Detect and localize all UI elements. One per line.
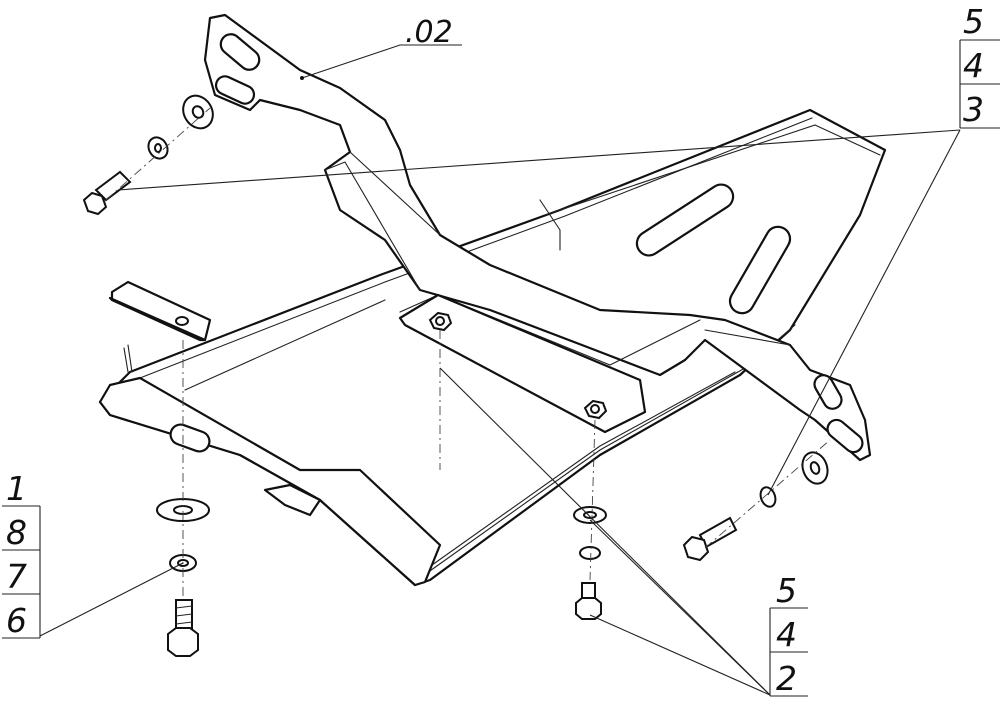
callout-bottom-left-4: 6	[6, 601, 27, 640]
callout-top-right-2: 4	[963, 46, 984, 85]
callout-bottom-left: 1 8 7 6	[2, 469, 41, 640]
spring-washer-right	[759, 486, 777, 508]
callout-bottom-right: 5 4 2	[769, 571, 808, 698]
callout-bottom-right-3: 2	[776, 659, 797, 698]
center-plate	[398, 293, 647, 434]
callout-bottom-left-2: 8	[6, 513, 27, 552]
front-lip-slot	[169, 423, 211, 453]
flat-washer-top-left	[182, 94, 214, 130]
plate-nut-left	[428, 311, 453, 332]
callout-top-right-3: 3	[963, 90, 984, 129]
callout-bottom-left-1: 1	[6, 469, 27, 508]
cross-bracket	[203, 13, 872, 462]
side-bracket	[108, 280, 212, 342]
part-marker-label: .02	[405, 15, 453, 50]
bolt-bottom-left	[167, 599, 199, 657]
callout-bottom-right-1: 5	[776, 571, 797, 610]
leader-lines	[39, 44, 961, 696]
spring-washer-bottom-center	[579, 546, 601, 560]
spring-washer-top-left	[147, 136, 169, 160]
callout-bottom-right-2: 4	[776, 615, 797, 654]
flat-washer-bottom-left	[156, 498, 210, 522]
bolt-right	[682, 516, 738, 562]
assembly-axes	[105, 107, 831, 600]
bolt-top-left	[82, 170, 132, 216]
flat-washer-right	[801, 451, 829, 485]
callout-bottom-left-3: 7	[6, 557, 27, 596]
callout-top-right-1: 5	[963, 2, 984, 41]
plate-nut-right	[583, 399, 608, 420]
bolt-bottom-center	[575, 582, 602, 620]
callout-top-right: 5 4 3	[959, 2, 1000, 129]
